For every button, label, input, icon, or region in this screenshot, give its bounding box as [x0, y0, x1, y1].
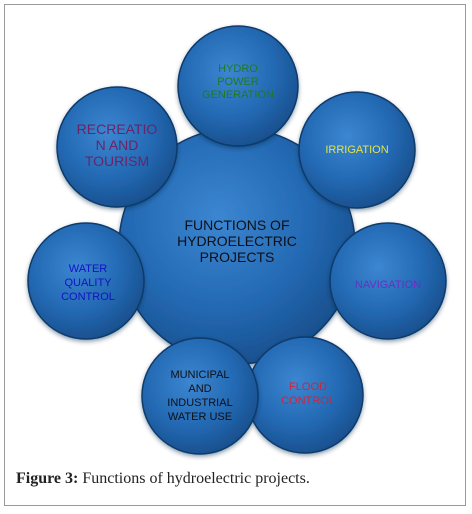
label-line: AND: [188, 383, 211, 395]
navigation-label: NAVIGATION: [355, 279, 421, 291]
label-line: POWER: [217, 76, 259, 88]
recreation-circle: [56, 86, 178, 208]
label-line: NAVIGATION: [355, 279, 421, 291]
label-line: GENERATION: [202, 89, 274, 101]
label-line: QUALITY: [64, 277, 112, 289]
label-line: CONTROL: [61, 291, 115, 303]
label-line: FLOOD: [289, 381, 327, 393]
label-line: PROJECTS: [200, 249, 275, 265]
caption-text: Functions of hydroelectric projects.: [78, 470, 310, 487]
label-line: FUNCTIONS OF: [185, 217, 290, 233]
label-line: CONTROL: [281, 395, 335, 407]
caption-label: Figure 3:: [16, 470, 79, 487]
figure-caption: Figure 3: Functions of hydroelectric pro…: [16, 470, 310, 488]
label-line: WATER USE: [168, 411, 232, 423]
label-line: TOURISM: [85, 153, 149, 169]
water-quality-circle: [27, 222, 145, 340]
flood-control-label: FLOOD CONTROL: [281, 381, 335, 407]
water-quality-label: WATER QUALITY CONTROL: [61, 263, 115, 303]
label-line: RECREATIO: [77, 121, 158, 137]
hydro-power-circle: [177, 25, 299, 147]
navigation-circle: [329, 222, 447, 340]
label-line: N AND: [96, 137, 139, 153]
irrigation-label: IRRIGATION: [325, 144, 388, 156]
label-line: WATER: [69, 263, 108, 275]
municipal-circle: [141, 337, 259, 455]
label-line: IRRIGATION: [325, 144, 388, 156]
label-line: HYDRO: [218, 63, 258, 75]
label-line: INDUSTRIAL: [167, 397, 232, 409]
municipal-label: MUNICIPAL AND INDUSTRIAL WATER USE: [167, 369, 232, 423]
label-line: MUNICIPAL: [170, 369, 229, 381]
irrigation-circle: [298, 91, 416, 209]
label-line: HYDROELECTRIC: [177, 233, 297, 249]
